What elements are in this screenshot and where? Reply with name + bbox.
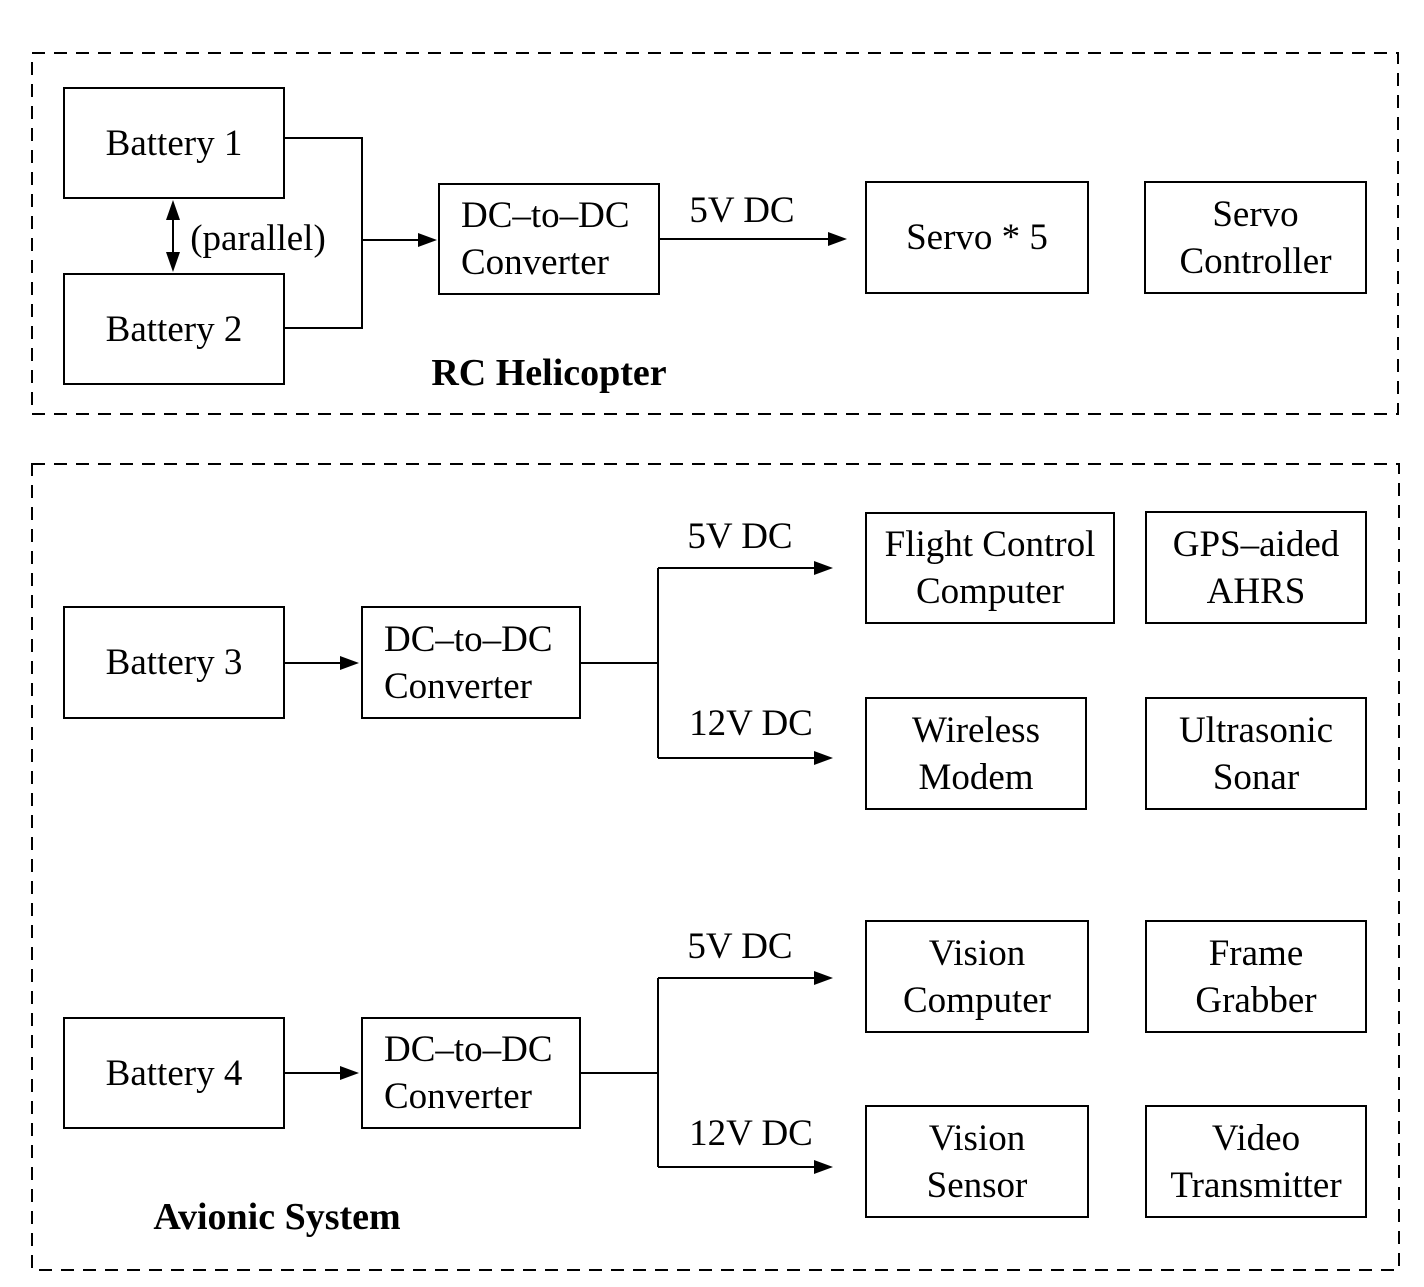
- g4-12v-arrowhead-icon: [814, 1160, 833, 1174]
- vision-sensor-box: Vision Sensor: [865, 1105, 1089, 1218]
- battery-1-box: Battery 1: [63, 87, 285, 199]
- battery-4-label: Battery 4: [105, 1052, 243, 1094]
- gps-ahrs-label-line2: AHRS: [1206, 570, 1306, 612]
- dc-converter-g4-box: DC–to–DC Converter: [361, 1017, 581, 1129]
- video-transmitter-box: Video Transmitter: [1145, 1105, 1367, 1218]
- servo-controller-label-line1: Servo: [1212, 193, 1299, 235]
- flight-control-computer-label-line2: Computer: [916, 571, 1064, 612]
- battery-2-label: Battery 2: [105, 308, 243, 350]
- voltage-label-12v-g4: 12V DC: [689, 1113, 813, 1154]
- battery4-wires: [285, 971, 833, 1174]
- vision-computer-box: Vision Computer: [865, 920, 1089, 1033]
- gps-ahrs-label-line1: GPS–aided: [1172, 523, 1340, 565]
- battery4-arrowhead-icon: [340, 1066, 359, 1080]
- ultrasonic-sonar-label-line1: Ultrasonic: [1178, 709, 1334, 751]
- frame-grabber-label-line2: Grabber: [1195, 979, 1317, 1021]
- wireless-modem-label-line1: Wireless: [912, 709, 1040, 751]
- rc-5v-arrowhead-icon: [828, 232, 847, 246]
- parallel-double-arrow: [166, 200, 180, 272]
- rc-5v-wire: [659, 232, 847, 246]
- voltage-label-5v-g4: 5V DC: [687, 926, 793, 967]
- dc-converter-rc-label-line2: Converter: [461, 242, 609, 283]
- rc-helicopter-boundary: [31, 52, 1399, 415]
- voltage-label-12v-g3: 12V DC: [689, 703, 813, 744]
- dc-converter-rc-label-line1: DC–to–DC: [461, 195, 630, 236]
- parallel-note: (parallel): [190, 218, 326, 259]
- section-title-rc-helicopter: RC Helicopter: [431, 352, 667, 394]
- vision-computer-label-line1: Vision: [928, 932, 1026, 974]
- junction-arrowhead-icon: [418, 233, 437, 247]
- vision-computer-label-line2: Computer: [903, 979, 1051, 1021]
- servo-box: Servo * 5: [865, 181, 1089, 294]
- battery-3-label: Battery 3: [105, 642, 243, 683]
- vision-sensor-label-line2: Sensor: [926, 1164, 1028, 1206]
- section-title-avionic-system: Avionic System: [153, 1196, 401, 1238]
- parallel-arrowhead-up-icon: [166, 200, 180, 220]
- dc-converter-rc-box: DC–to–DC Converter: [438, 183, 660, 295]
- voltage-label-5v-rc: 5V DC: [689, 190, 795, 231]
- dc-converter-g4-label-line2: Converter: [384, 1076, 532, 1117]
- battery-junction-wires: [285, 137, 437, 329]
- battery-1-label: Battery 1: [105, 122, 243, 164]
- vision-sensor-label-line1: Vision: [928, 1117, 1026, 1159]
- wireless-modem-label-line2: Modem: [918, 756, 1034, 798]
- battery-junction-line: [285, 137, 363, 329]
- servo-controller-box: Servo Controller: [1144, 181, 1367, 294]
- g4-5v-arrowhead-icon: [814, 971, 833, 985]
- ultrasonic-sonar-box: Ultrasonic Sonar: [1145, 697, 1367, 810]
- frame-grabber-box: Frame Grabber: [1145, 920, 1367, 1033]
- gps-ahrs-box: GPS–aided AHRS: [1145, 511, 1367, 624]
- battery3-wires: [285, 561, 833, 765]
- flight-control-computer-box: Flight Control Computer: [865, 512, 1115, 624]
- dc-converter-g3-label-line1: DC–to–DC: [384, 618, 553, 660]
- video-transmitter-label-line1: Video: [1211, 1117, 1301, 1159]
- flight-control-computer-label-line1: Flight Control: [884, 524, 1096, 565]
- dc-converter-g3-label-line2: Converter: [384, 665, 532, 707]
- servo-label: Servo * 5: [906, 217, 1048, 258]
- battery-2-box: Battery 2: [63, 273, 285, 385]
- voltage-label-5v-g3: 5V DC: [687, 516, 793, 557]
- video-transmitter-label-line2: Transmitter: [1170, 1164, 1342, 1206]
- g3-5v-arrowhead-icon: [814, 561, 833, 575]
- battery-4-box: Battery 4: [63, 1017, 285, 1129]
- dc-converter-g4-label-line1: DC–to–DC: [384, 1029, 553, 1070]
- battery3-arrowhead-icon: [340, 656, 359, 670]
- avionic-system-boundary: [31, 463, 1400, 1271]
- servo-controller-label-line2: Controller: [1179, 240, 1332, 282]
- parallel-arrowhead-down-icon: [166, 252, 180, 272]
- frame-grabber-label-line1: Frame: [1208, 932, 1304, 974]
- wireless-modem-box: Wireless Modem: [865, 697, 1087, 810]
- g3-12v-arrowhead-icon: [814, 751, 833, 765]
- ultrasonic-sonar-label-line2: Sonar: [1212, 756, 1300, 798]
- battery-3-box: Battery 3: [63, 606, 285, 719]
- dc-converter-g3-box: DC–to–DC Converter: [361, 606, 581, 719]
